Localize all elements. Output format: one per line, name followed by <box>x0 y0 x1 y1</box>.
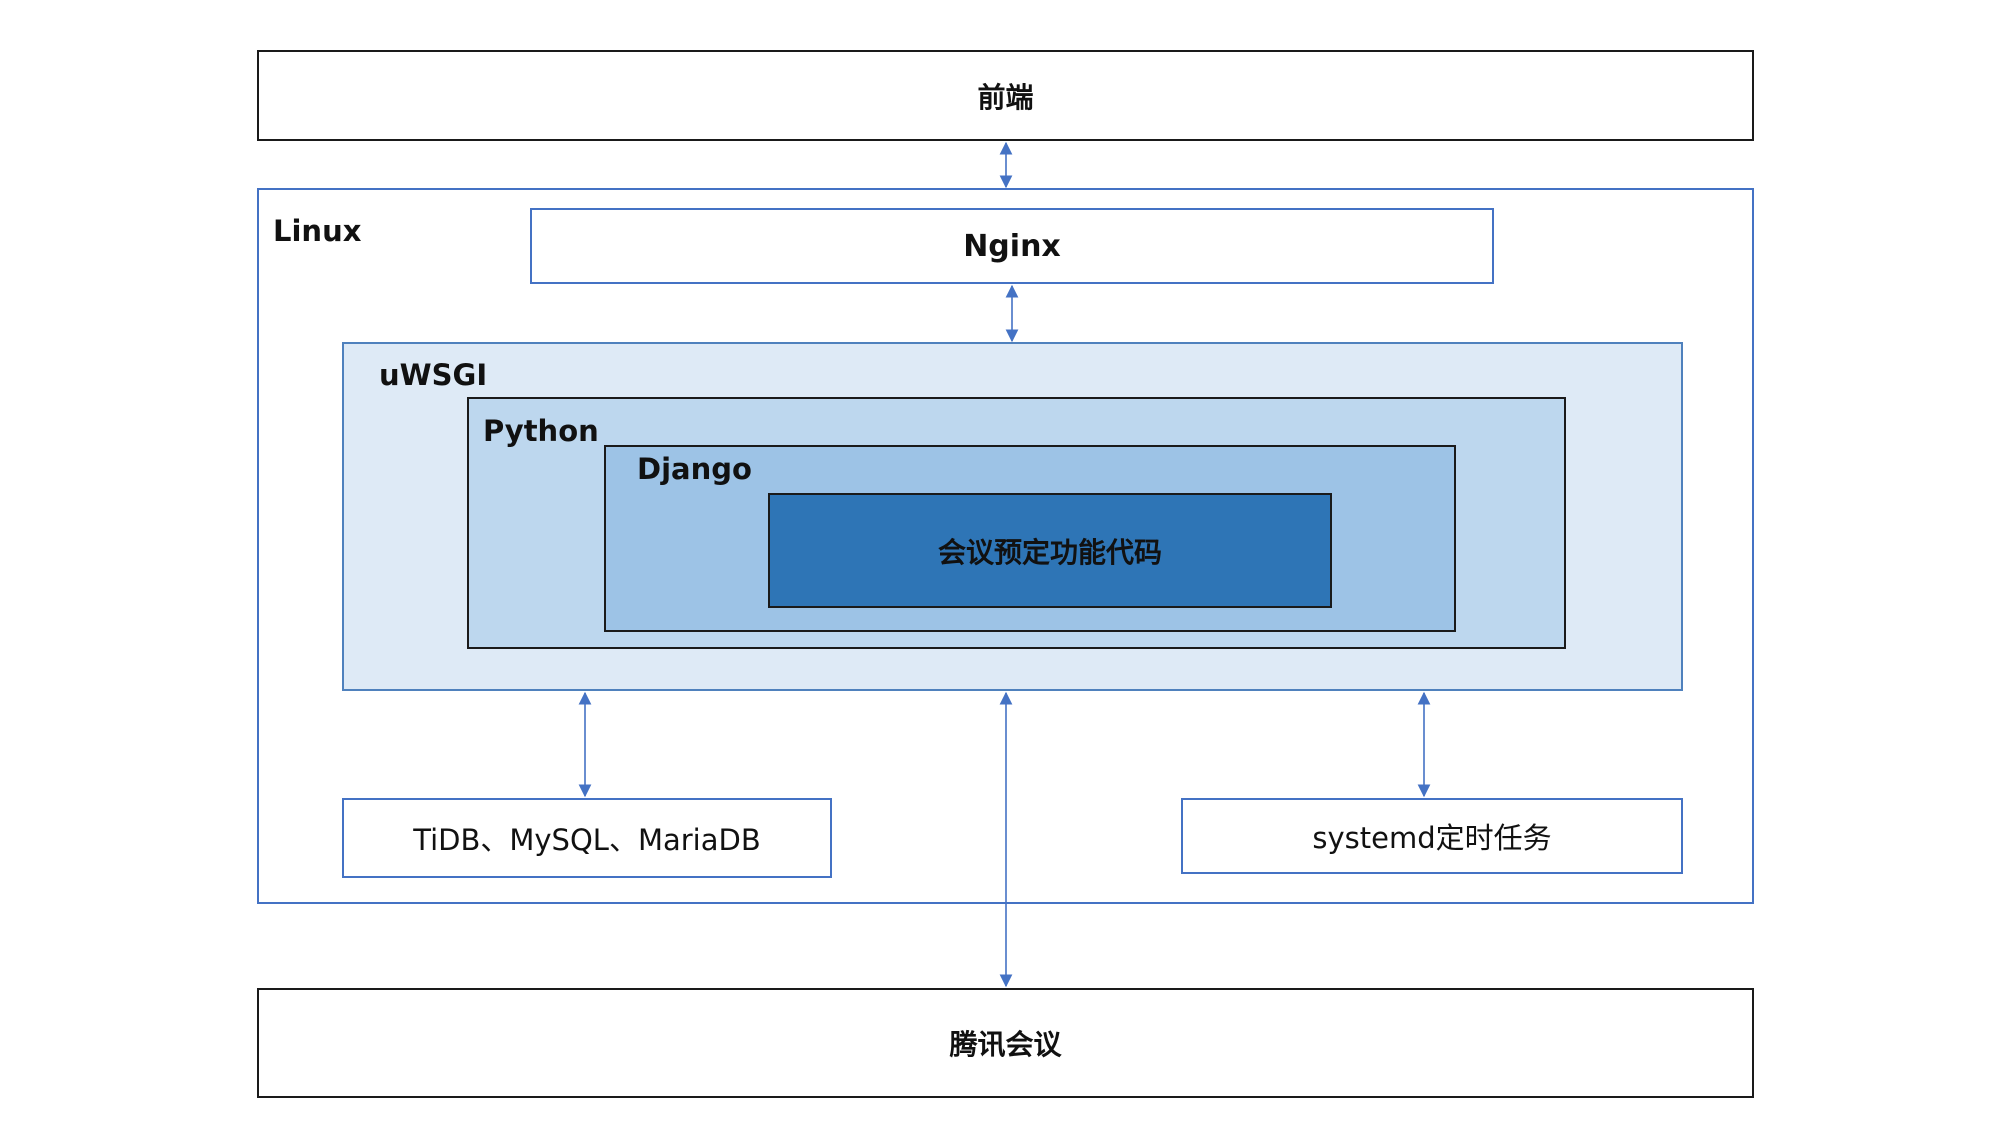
nginx-box: Nginx <box>530 208 1494 284</box>
nginx-label: Nginx <box>963 228 1061 264</box>
databases-label: TiDB、MySQL、MariaDB <box>413 823 761 857</box>
systemd-timer-label: systemd定时任务 <box>1312 821 1552 855</box>
django-label: Django <box>637 452 752 486</box>
meeting-booking-code-box: 会议预定功能代码 <box>768 493 1332 608</box>
databases-box: TiDB、MySQL、MariaDB <box>342 798 832 878</box>
frontend-box: 前端 <box>257 50 1754 141</box>
tencent-meeting-box: 腾讯会议 <box>257 988 1754 1098</box>
frontend-label: 前端 <box>977 80 1034 114</box>
linux-label: Linux <box>273 214 362 248</box>
tencent-meeting-label: 腾讯会议 <box>949 1028 1062 1061</box>
python-label: Python <box>483 414 599 448</box>
systemd-timer-box: systemd定时任务 <box>1181 798 1683 874</box>
uwsgi-label: uWSGI <box>379 358 488 392</box>
meeting-booking-code-label: 会议预定功能代码 <box>937 535 1162 569</box>
